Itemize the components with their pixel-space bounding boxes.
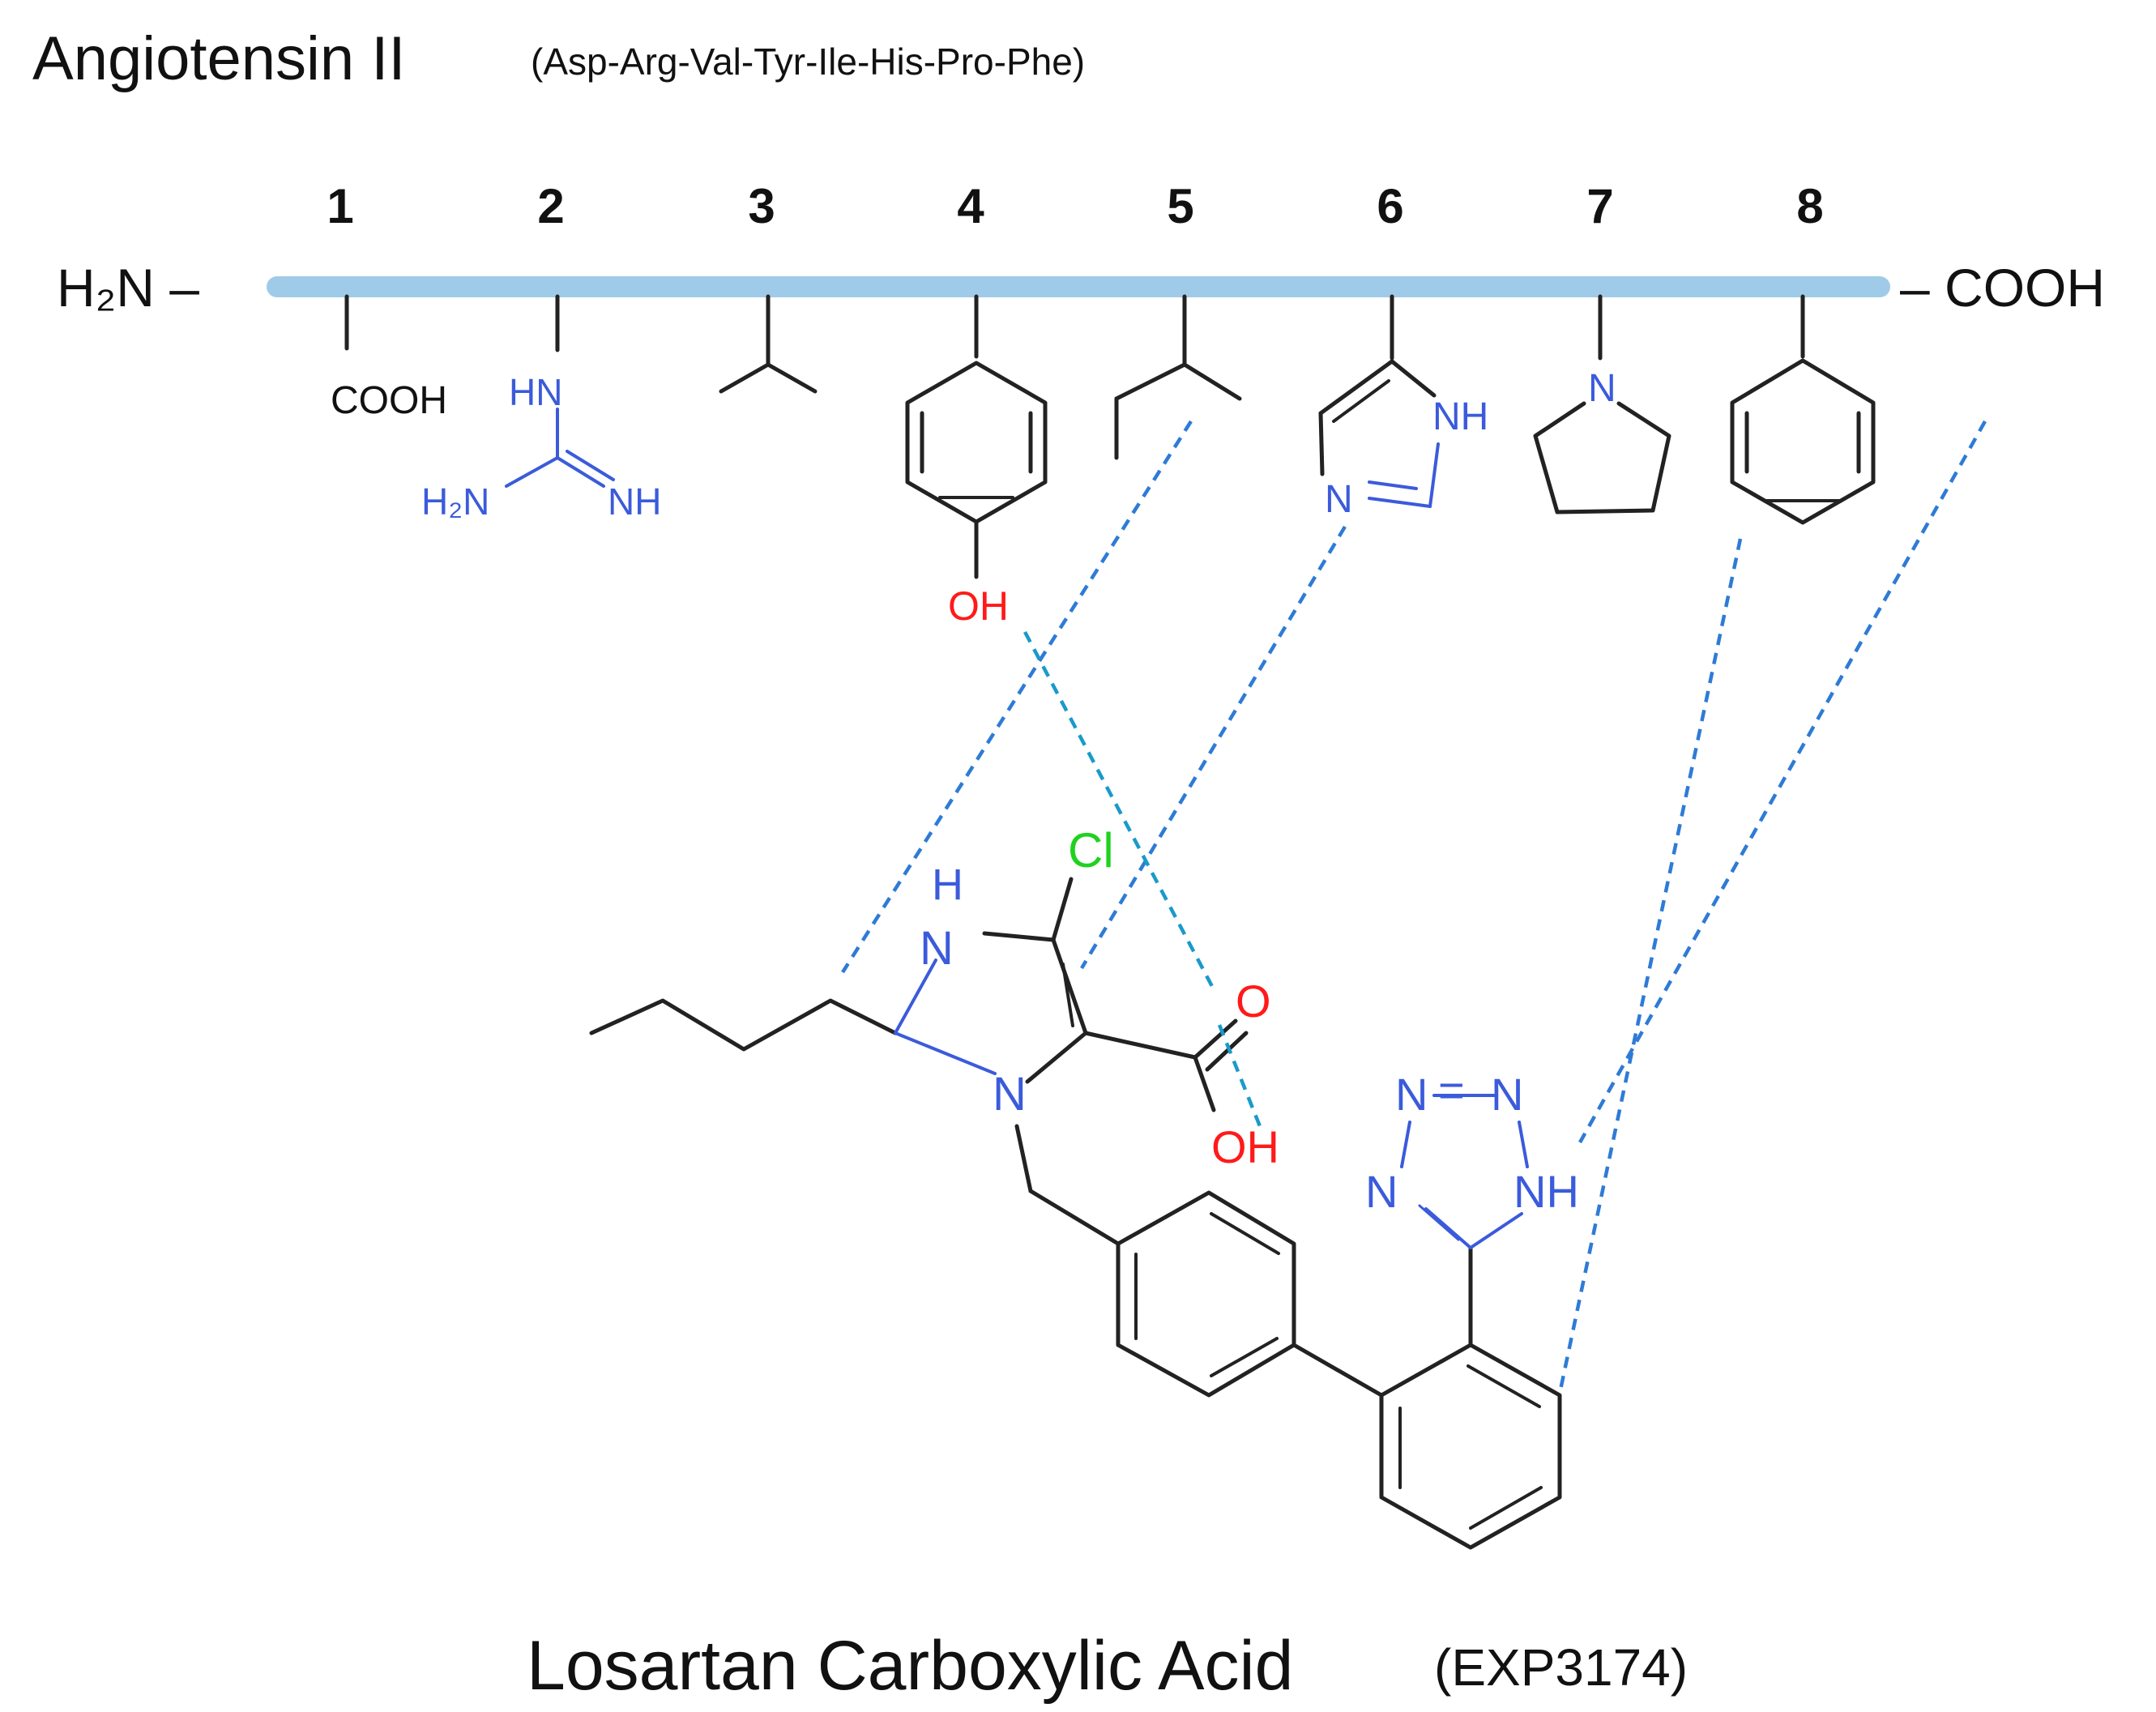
- arg-nh-label: NH: [608, 480, 661, 523]
- imidazole-n-top-label: N: [920, 922, 954, 975]
- interaction-lines: [841, 420, 1987, 1394]
- tetrazole-n-right-label: N: [1491, 1069, 1523, 1120]
- position-number: 3: [748, 179, 775, 233]
- position-number: 2: [537, 179, 564, 233]
- sequence-label: (Asp-Arg-Val-Tyr-Ile-His-Pro-Phe): [531, 41, 1085, 83]
- position-number: 7: [1586, 179, 1613, 233]
- position-number: 1: [327, 179, 353, 233]
- imidazole-h-label: H: [932, 860, 963, 909]
- imidazole-n-bottom-label: N: [993, 1068, 1027, 1121]
- interaction-line-ile-butyl: [841, 420, 1193, 974]
- side-chain-arg: HN H₂N NH: [421, 294, 661, 523]
- n-terminus: H₂N –: [57, 258, 199, 318]
- interaction-line-tyr-carboxyl: [1023, 630, 1217, 994]
- position-numbers: 1 2 3 4 5 6 7 8: [327, 179, 1823, 233]
- side-chain-pro: N: [1533, 294, 1671, 514]
- side-chain-ile: [1114, 294, 1242, 460]
- drug-code: (EXP3174): [1434, 1638, 1688, 1697]
- losartan-structure: Cl H N N O OH N = N N NH: [589, 823, 1579, 1550]
- title: Angiotensin II: [32, 24, 406, 93]
- interaction-line-phe-tetrazole: [1557, 538, 1743, 1394]
- tetrazole-n-lower-label: N: [1365, 1166, 1398, 1217]
- side-chain-phe: [1730, 294, 1876, 525]
- drug-name: Losartan Carboxylic Acid: [527, 1627, 1293, 1705]
- asp-cooh-label: COOH: [331, 379, 447, 422]
- his-n-label: N: [1325, 478, 1353, 521]
- tetrazole-nh-label: NH: [1513, 1166, 1579, 1217]
- carboxyl-oh-label: OH: [1211, 1121, 1279, 1172]
- position-number: 4: [957, 179, 984, 233]
- side-chain-val: [719, 294, 818, 394]
- position-number: 8: [1796, 179, 1823, 233]
- tetrazole-bond-label: =: [1438, 1065, 1465, 1116]
- position-number: 5: [1167, 179, 1193, 233]
- butyl-chain: [589, 998, 898, 1052]
- carboxyl-o-label: O: [1236, 976, 1271, 1027]
- c-terminus: – COOH: [1900, 258, 2105, 318]
- side-chain-tyr: OH: [905, 294, 1048, 629]
- pro-n-label: N: [1588, 367, 1616, 410]
- his-nh-label: NH: [1432, 395, 1488, 438]
- tyr-oh-label: OH: [948, 583, 1009, 629]
- interaction-line-cterm-tetrazole: [1578, 420, 1987, 1144]
- chlorine-label: Cl: [1068, 823, 1114, 877]
- interaction-line-his-imidazole: [1080, 525, 1347, 970]
- position-number: 6: [1377, 179, 1403, 233]
- arg-hn-label: HN: [509, 371, 562, 413]
- tetrazole-n-left-label: N: [1395, 1069, 1428, 1120]
- side-chain-asp: COOH: [331, 294, 447, 422]
- side-chain-his: NH N: [1318, 294, 1488, 521]
- arg-h2n-label: H₂N: [421, 480, 489, 523]
